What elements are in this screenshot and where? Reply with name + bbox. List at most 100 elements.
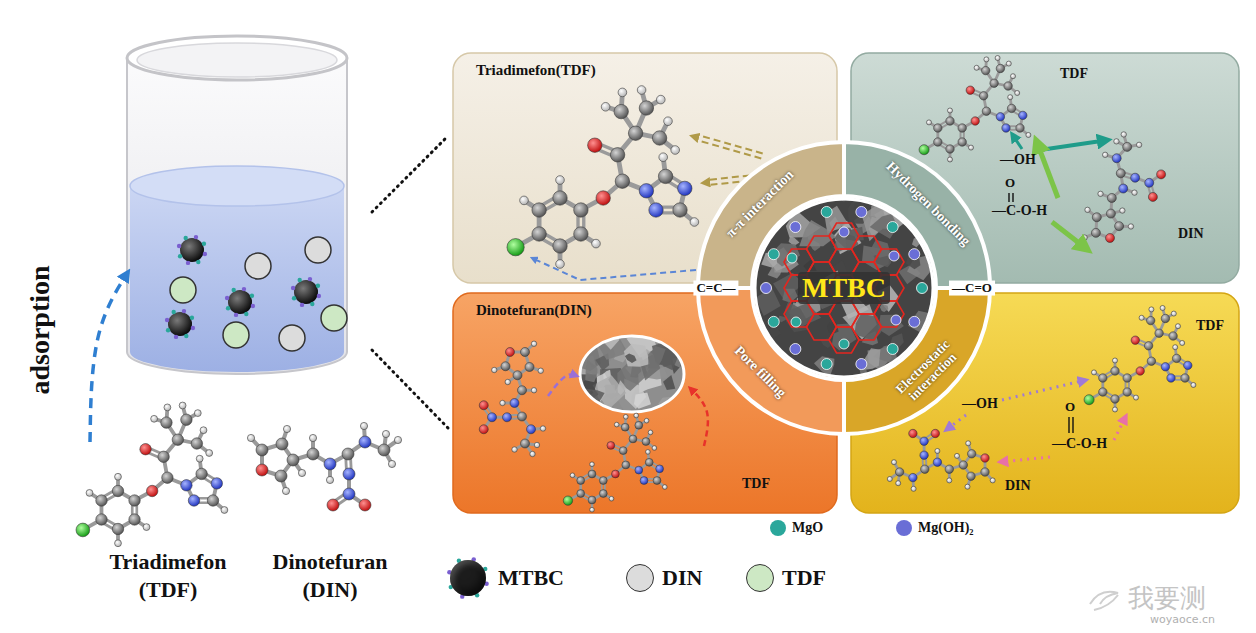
atom — [1131, 336, 1139, 344]
panel-title: Triadimefon(TDF) — [476, 62, 596, 79]
atom — [959, 461, 967, 469]
ring-segment-fill — [844, 288, 990, 434]
atom — [247, 434, 254, 441]
beaker-rim-inner — [137, 43, 337, 77]
surface-dot — [225, 296, 229, 300]
atom — [143, 524, 150, 531]
molecule-model — [76, 402, 228, 547]
atom — [556, 176, 565, 185]
atom — [635, 466, 643, 474]
ring-segment-shape — [698, 288, 844, 434]
atom — [1099, 388, 1107, 396]
atom — [1099, 374, 1107, 382]
zoom-dotted-line — [372, 350, 448, 428]
atom — [599, 477, 607, 485]
atom — [1147, 316, 1155, 324]
arrow-line — [1036, 140, 1058, 198]
surface-dot — [226, 306, 230, 310]
mgo-particle — [791, 317, 801, 327]
double-bond-stroke — [1072, 417, 1073, 433]
legend-label: DIN — [662, 565, 702, 590]
atom — [164, 404, 171, 411]
atom — [140, 444, 151, 455]
atom — [307, 448, 319, 460]
atom — [968, 145, 973, 150]
atom — [933, 458, 941, 466]
atom — [990, 478, 995, 483]
atom — [966, 441, 971, 446]
atom — [982, 107, 990, 115]
atom — [500, 400, 505, 405]
atom — [615, 174, 629, 188]
atom — [601, 102, 610, 111]
atom — [947, 108, 952, 113]
atom — [518, 386, 527, 395]
atom — [1112, 154, 1121, 163]
atom — [690, 218, 699, 227]
atom — [86, 489, 93, 496]
atom — [629, 435, 637, 443]
atom — [621, 423, 629, 431]
arrow-line — [946, 415, 966, 430]
atom — [588, 470, 596, 478]
atom — [982, 66, 990, 74]
atom — [1015, 90, 1020, 95]
atom — [382, 430, 389, 437]
atom — [115, 540, 122, 547]
atom — [1133, 395, 1138, 400]
tdf-molecule-marker — [223, 322, 249, 348]
atom — [934, 138, 942, 146]
atom — [276, 438, 288, 450]
atom — [646, 450, 651, 455]
atom — [920, 437, 928, 445]
arrow-line — [90, 272, 128, 442]
surface-dot — [190, 316, 194, 320]
atom — [1120, 208, 1125, 213]
atom — [527, 425, 536, 434]
surface-dot — [177, 244, 181, 248]
atom — [971, 117, 979, 125]
mechanism-ring-segment: Pore filling — [698, 288, 844, 434]
atom — [639, 184, 653, 198]
mgo-particle — [839, 339, 849, 349]
atom — [622, 461, 630, 469]
atom — [947, 478, 952, 483]
tdf-molecule-marker — [170, 277, 196, 303]
double-dashed-arrow-head — [692, 136, 762, 156]
atom — [619, 447, 627, 455]
surface-texture — [854, 314, 881, 341]
surface-dot — [242, 287, 246, 291]
hexagon-outline — [874, 301, 904, 327]
atom — [931, 429, 939, 437]
atom — [326, 476, 333, 483]
atom — [115, 473, 122, 480]
functional-group-label: C=C— — [693, 281, 738, 296]
mgo-particle — [917, 283, 928, 294]
structure-label: —OH — [1000, 152, 1036, 168]
atom — [488, 413, 497, 422]
watermark: 我要测 — [1128, 584, 1206, 614]
atom — [1175, 324, 1180, 329]
atom — [1191, 382, 1196, 387]
surface-dot — [291, 286, 295, 290]
atom — [200, 427, 207, 434]
atom — [996, 113, 1004, 121]
mgoh2-particle — [839, 227, 849, 237]
atom — [147, 485, 158, 496]
surface-dot — [250, 294, 254, 298]
watermark: woyaoce.cn — [1150, 614, 1215, 627]
ring-segment-fill — [698, 142, 844, 288]
atom — [671, 146, 680, 155]
atom — [946, 117, 954, 125]
surface-texture — [648, 346, 666, 368]
surface-dot — [308, 277, 312, 281]
molecule-model — [1082, 132, 1166, 243]
atom — [612, 470, 620, 478]
atom — [532, 203, 546, 217]
atom — [574, 227, 588, 241]
surface-dot — [194, 235, 198, 239]
atom — [532, 227, 546, 241]
atom — [196, 455, 203, 462]
molecule-model — [1084, 305, 1196, 412]
